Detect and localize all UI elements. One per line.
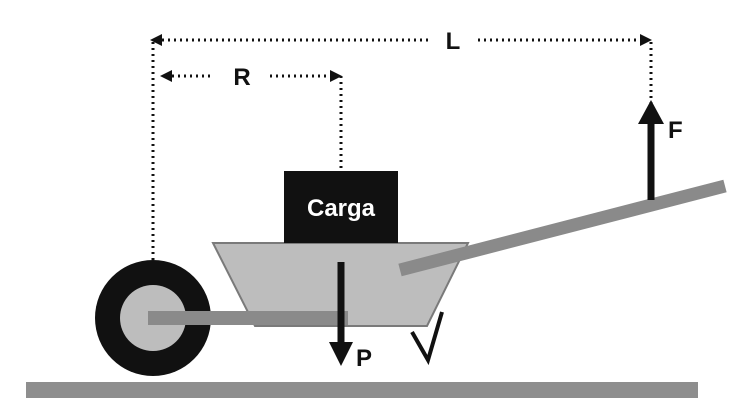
dimension-arrowhead-R-right: [330, 70, 342, 82]
label-L: L: [446, 28, 461, 55]
load-box: [284, 171, 398, 243]
dimension-arrowhead-R-left: [160, 70, 172, 82]
label-R: R: [233, 64, 250, 91]
wheelbarrow-leg: [410, 311, 444, 366]
label-F: F: [668, 117, 683, 144]
wheelbarrow-handle: [398, 179, 727, 277]
wheelbarrow-frame-bar: [148, 311, 348, 325]
label-P: P: [356, 345, 372, 372]
force-arrowhead: [638, 100, 664, 124]
weight-arrowhead: [329, 342, 353, 366]
dimension-arrowhead-L-right: [640, 34, 652, 46]
ground: [26, 382, 698, 398]
dimension-arrowhead-L-left: [150, 34, 162, 46]
load-label: Carga: [307, 195, 376, 222]
